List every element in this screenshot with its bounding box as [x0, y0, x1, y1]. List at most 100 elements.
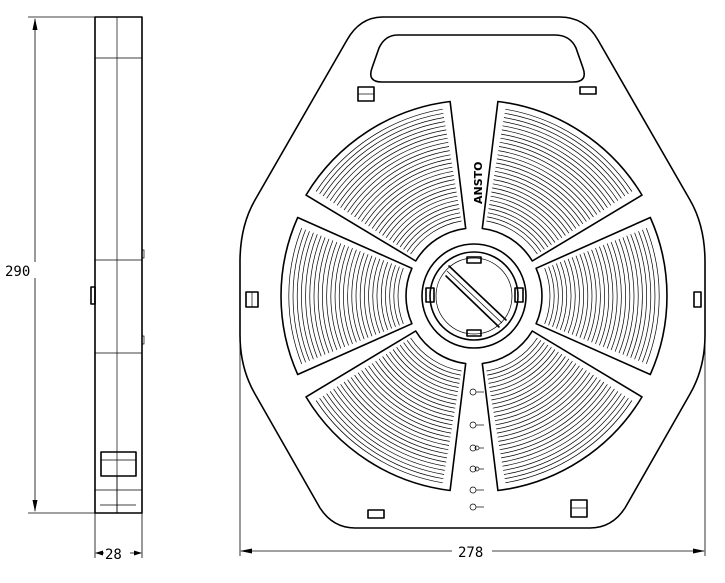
filament-winding [354, 154, 451, 218]
hub-bore [435, 257, 513, 335]
filament-winding [371, 363, 454, 417]
filament-winding [591, 249, 601, 343]
filament-winding [503, 117, 626, 197]
filament-winding [497, 154, 594, 218]
window-upper-right-outline [481, 100, 643, 262]
filament-winding [368, 170, 454, 227]
filament-winding [329, 391, 446, 467]
filament-winding [410, 220, 462, 255]
filament-winding [326, 393, 445, 471]
filament-winding [492, 356, 566, 405]
filament-winding [487, 212, 545, 250]
filament-winding [579, 254, 589, 338]
marker-4 [469, 465, 484, 473]
hub-outer-ring [421, 243, 527, 349]
marker-2 [469, 421, 484, 429]
filament-winding [364, 367, 453, 426]
marker-3 [469, 444, 484, 452]
filament-winding [491, 191, 563, 238]
filament-winding [380, 261, 389, 331]
filament-winding [392, 199, 459, 243]
filament-winding [486, 337, 538, 372]
hub-tab-left [425, 287, 435, 303]
width-arrow-right [693, 548, 705, 554]
filament-winding [406, 216, 461, 252]
filament-winding [563, 260, 572, 332]
filament-winding [610, 241, 622, 351]
filament-winding [361, 370, 452, 430]
filament-winding [296, 231, 310, 361]
hub-bar-lower [448, 265, 507, 321]
filament-winding [490, 351, 559, 397]
height-label: 290 [5, 264, 30, 280]
filament-winding [486, 220, 538, 255]
hub-tab-right [514, 287, 524, 303]
filament-winding [500, 137, 608, 208]
filament-winding [622, 237, 635, 355]
filament-winding [495, 367, 584, 426]
filament-winding [495, 166, 584, 225]
filament-winding [321, 240, 334, 352]
front-view: ANSTO [239, 16, 706, 529]
filament-winding [493, 360, 573, 413]
filament-winding [329, 125, 446, 201]
filament-winding [492, 183, 570, 234]
side-view-outline [94, 16, 143, 514]
filament-winding [501, 388, 615, 463]
side-view-notch [90, 286, 96, 305]
filament-winding [488, 344, 549, 384]
filament-winding [330, 243, 342, 349]
filament-winding [375, 360, 455, 413]
marker-1 [469, 388, 484, 396]
filament-winding [396, 204, 459, 245]
filament-winding [548, 266, 555, 326]
hub [421, 243, 527, 349]
filament-winding [487, 340, 542, 376]
window-right-outline [535, 216, 668, 376]
filament-winding [494, 365, 580, 422]
filament-winding [571, 257, 580, 335]
filament-winding [496, 162, 587, 222]
spool-body-outline [239, 16, 706, 529]
hub-bar-upper [445, 275, 500, 328]
filament-winding [618, 238, 631, 354]
filament-winding [389, 351, 458, 397]
filament-winding [583, 252, 593, 340]
window-left [280, 216, 413, 376]
filament-winding [343, 247, 353, 345]
hub-bar-center [446, 270, 503, 324]
filament-winding [347, 379, 450, 446]
filament-winding [392, 349, 459, 393]
filament-winding [397, 267, 404, 325]
filament-winding [389, 195, 458, 241]
thickness-arrow-left [95, 550, 103, 556]
filament-winding [504, 112, 629, 194]
filament-winding [503, 121, 622, 199]
filament-winding [501, 129, 615, 204]
filament-winding [587, 251, 597, 341]
filament-winding [322, 117, 445, 197]
filament-winding [630, 234, 643, 358]
filament-winding [403, 212, 461, 250]
diameter-markers [469, 388, 484, 511]
filament-winding [496, 372, 591, 434]
filament-winding [309, 235, 322, 357]
width-label: 278 [458, 545, 483, 561]
filament-winding [497, 374, 594, 438]
window-lower-left-outline [305, 330, 467, 492]
filament-winding [319, 112, 444, 194]
filament-winding [368, 365, 454, 422]
filament-winding [355, 252, 365, 340]
filament-winding [498, 146, 601, 213]
filament-winding [333, 388, 447, 463]
filament-winding [494, 170, 580, 227]
filament-winding [338, 246, 349, 346]
filament-winding [498, 379, 601, 446]
filament-winding [410, 337, 462, 372]
filament-winding [498, 377, 598, 442]
width-dimension: 278 [239, 300, 706, 561]
height-dimension: 290 [5, 16, 95, 514]
filament-winding [488, 208, 549, 248]
filament-winding [504, 398, 629, 480]
filament-winding [606, 243, 618, 349]
